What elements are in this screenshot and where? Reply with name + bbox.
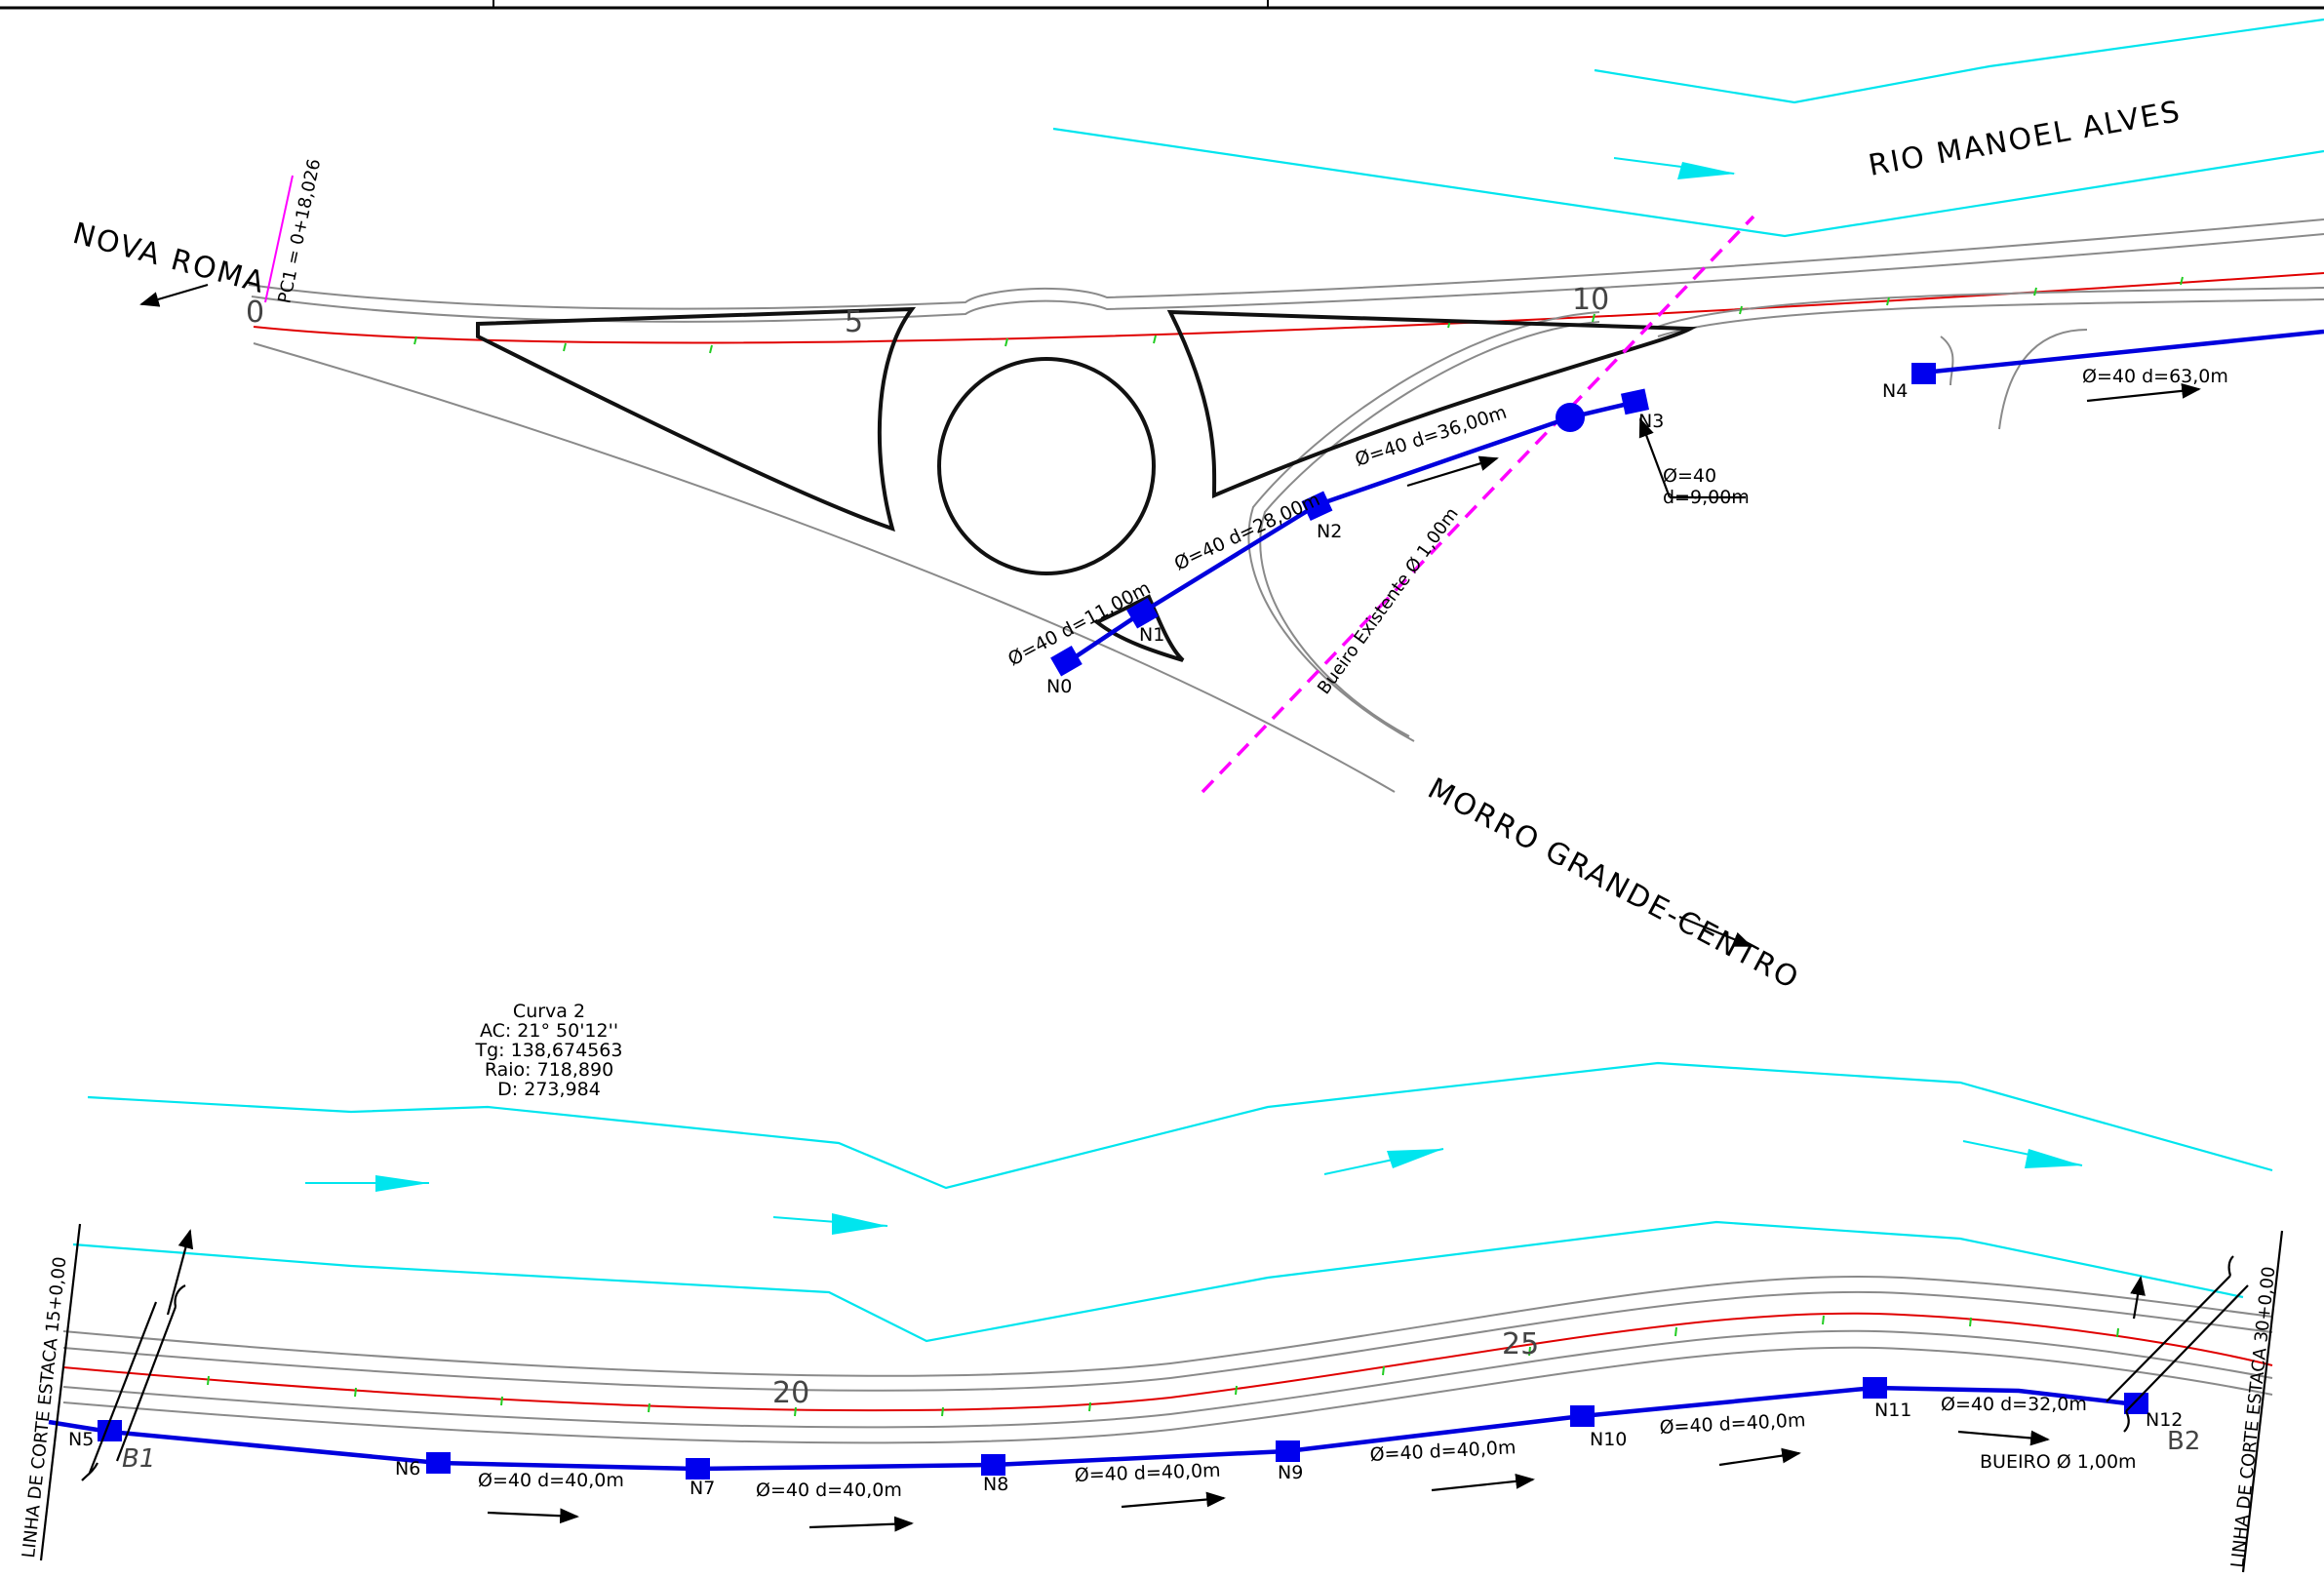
node-n10 — [1570, 1405, 1595, 1427]
pc1-label: PC1 = 0+18,026 — [274, 157, 325, 305]
node-n10-label: N10 — [1590, 1429, 1627, 1450]
node-n1-label: N1 — [1139, 624, 1164, 646]
bottom-flow-arrows — [487, 1430, 2050, 1532]
direction-morro-grande-label: MORRO GRANDE-CENTRO — [1422, 771, 1805, 997]
n3-callout-diameter: Ø=40 — [1663, 465, 1716, 487]
bottom-road — [62, 1275, 2273, 1444]
n3-callout-length: d=9,00m — [1663, 487, 1750, 508]
segment-label-n8-n9: Ø=40 d=40,0m — [1074, 1460, 1221, 1486]
node-n1 — [1126, 597, 1159, 629]
cut-line-left-label: LINHA DE CORTE ESTACA 15+0,00 — [19, 1256, 70, 1559]
bueiro-label: BUEIRO Ø 1,00m — [1980, 1451, 2137, 1473]
bottom-station-ticks — [207, 1315, 2119, 1417]
station-25-label: 25 — [1502, 1327, 1539, 1361]
node-n7-label: N7 — [689, 1478, 715, 1499]
inlet-node — [1556, 403, 1585, 432]
node-n3 — [1620, 388, 1650, 415]
node-n0-label: N0 — [1046, 676, 1072, 697]
node-n12-label: N12 — [2146, 1409, 2183, 1431]
bottom-river — [72, 1061, 2273, 1343]
roundabout — [476, 306, 1698, 662]
node-n7 — [686, 1458, 710, 1479]
node-n8 — [981, 1454, 1005, 1476]
node-n4-label: N4 — [1882, 380, 1908, 402]
node-n2-label: N2 — [1317, 521, 1342, 542]
segment-label-n6-n7: Ø=40 d=40,0m — [478, 1470, 624, 1491]
curve-title: Curva 2 — [513, 1001, 585, 1022]
curve-data-block: Curva 2 AC: 21° 50'12'' Tg: 138,674563 R… — [475, 1001, 623, 1100]
title-block — [0, 0, 2324, 10]
culvert-b1 — [81, 1229, 194, 1481]
pc1-marker — [264, 175, 294, 303]
node-n11-label: N11 — [1874, 1400, 1911, 1421]
curve-raio: Raio: 718,890 — [485, 1059, 613, 1081]
culvert-existing — [1201, 215, 1755, 794]
morro-grande-arrow — [1678, 915, 1753, 948]
node-n12 — [2124, 1393, 2148, 1414]
bottom-nodes — [98, 1377, 2148, 1479]
top-nodes — [1050, 363, 1936, 677]
segment-label-n9-n10: Ø=40 d=40,0m — [1369, 1437, 1517, 1466]
node-n6 — [426, 1452, 451, 1474]
culvert-b2 — [2106, 1255, 2249, 1433]
segment-label-n7-n8: Ø=40 d=40,0m — [756, 1479, 902, 1501]
culvert-b2-label: B2 — [2167, 1427, 2200, 1456]
station-0-label: 0 — [246, 296, 264, 330]
node-n9 — [1276, 1440, 1300, 1462]
station-10-label: 10 — [1572, 283, 1609, 317]
node-n9-label: N9 — [1278, 1462, 1303, 1483]
segment-label-n10-n11: Ø=40 d=40,0m — [1659, 1409, 1806, 1439]
segment-label-n1-n2: Ø=40 d=28,00m — [1171, 489, 1323, 574]
direction-nova-roma-label: NOVA ROMA — [69, 217, 269, 300]
nova-roma-arrow — [139, 283, 209, 307]
culvert-b1-label: B1 — [122, 1444, 155, 1474]
station-20-label: 20 — [772, 1376, 809, 1410]
node-n2 — [1301, 491, 1333, 522]
segment-label-n4: Ø=40 d=63,0m — [2082, 366, 2228, 387]
curve-tg: Tg: 138,674563 — [475, 1040, 623, 1061]
bottom-pipe — [48, 1385, 2137, 1472]
node-n8-label: N8 — [983, 1474, 1008, 1495]
node-n11 — [1863, 1377, 1887, 1399]
segment-label-n11-n12: Ø=40 d=32,0m — [1941, 1394, 2087, 1415]
station-5-label: 5 — [845, 305, 863, 339]
top-flow-arrows — [1406, 382, 2201, 499]
top-river — [1052, 18, 2324, 238]
node-n5-label: N5 — [68, 1429, 94, 1450]
curve-ac: AC: 21° 50'12'' — [480, 1020, 618, 1042]
river-name-label: RIO MANOEL ALVES — [1866, 95, 2184, 183]
curve-d: D: 273,984 — [497, 1079, 601, 1100]
node-n6-label: N6 — [395, 1458, 420, 1479]
node-n0 — [1050, 645, 1083, 677]
node-n4 — [1911, 363, 1936, 384]
cut-lines — [39, 1223, 2284, 1573]
node-n3-label: N3 — [1638, 411, 1664, 432]
